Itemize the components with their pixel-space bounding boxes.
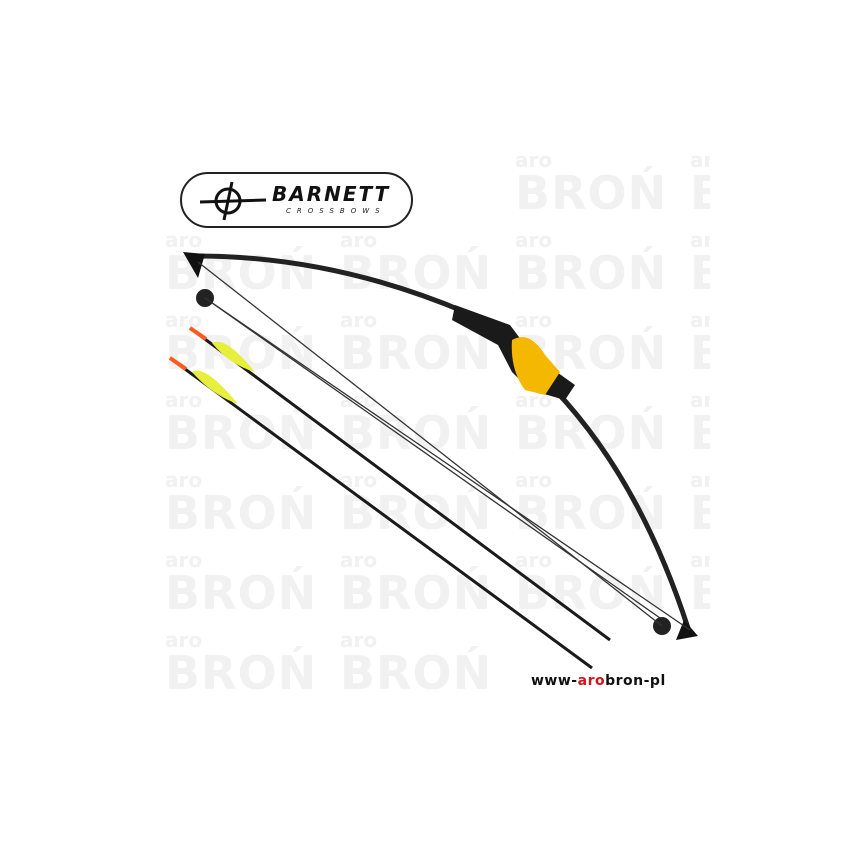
watermark-small: aro — [515, 308, 553, 332]
watermark-small: aro — [690, 228, 710, 252]
arrow-nock — [168, 356, 188, 371]
watermark-large: BROŃ — [690, 566, 710, 620]
bow-grip — [511, 337, 560, 395]
url-highlight: aro — [577, 673, 606, 689]
watermark-small: aro — [165, 468, 203, 492]
arrow-fletching — [212, 341, 255, 372]
watermark-large: BROŃ — [690, 486, 710, 540]
watermark-small: aro — [690, 548, 710, 572]
watermark-large: BROŃ — [165, 486, 318, 540]
watermark-large: BROŃ — [165, 566, 318, 620]
watermark-small: aro — [690, 308, 710, 332]
watermark-large: BROŃ — [340, 646, 493, 700]
barnett-logo: BARNETT CROSSBOWS — [180, 172, 413, 228]
watermark-small: aro — [515, 548, 553, 572]
watermark-small: aro — [690, 388, 710, 412]
watermark-small: aro — [165, 388, 203, 412]
watermark-large: BROŃ — [165, 326, 318, 380]
watermark-small: aro — [340, 548, 378, 572]
watermark-small: aro — [340, 628, 378, 652]
watermark-small: aro — [515, 228, 553, 252]
watermark-large: BROŃ — [515, 166, 668, 220]
bow-string — [204, 297, 661, 619]
watermark-small: aro — [515, 388, 553, 412]
watermark-small: aro — [690, 150, 710, 172]
watermark-large: BROŃ — [340, 486, 493, 540]
watermark-small: aro — [165, 548, 203, 572]
watermark-small: aro — [515, 468, 553, 492]
watermark-large: BROŃ — [165, 646, 318, 700]
bow-limb — [553, 388, 691, 629]
bow-limb — [191, 253, 466, 315]
watermark-large: BROŃ — [340, 566, 493, 620]
watermark-large: BROŃ — [690, 166, 710, 220]
cam-top — [183, 252, 205, 278]
cam-bottom — [676, 620, 698, 640]
logo-tagline: CROSSBOWS — [286, 207, 386, 215]
watermark-small: aro — [515, 150, 553, 172]
watermark-large: BROŃ — [690, 326, 710, 380]
watermark-large: BROŃ — [340, 246, 493, 300]
watermark-small: aro — [340, 228, 378, 252]
logo-brand: BARNETT — [272, 182, 391, 206]
watermark-small: aro — [165, 228, 203, 252]
watermark-small: aro — [165, 308, 203, 332]
arrow-shaft — [189, 326, 611, 642]
watermark-large: BROŃ — [340, 326, 493, 380]
watermark-small: aro — [690, 468, 710, 492]
website-url: www-arobron-pl — [531, 673, 666, 689]
watermark-small: aro — [340, 468, 378, 492]
arrow-fletching — [192, 370, 238, 404]
arrow-shaft — [169, 356, 593, 670]
watermark-large: BROŃ — [515, 566, 668, 620]
arrow-nock — [188, 326, 208, 341]
watermark-small: aro — [340, 308, 378, 332]
crosshair-icon — [199, 181, 266, 221]
url-prefix: www- — [531, 673, 578, 689]
watermark-large: BROŃ — [515, 246, 668, 300]
watermark-small: aro — [165, 628, 203, 652]
bow-string — [204, 297, 691, 631]
watermark-large: BROŃ — [690, 406, 710, 460]
url-suffix: bron-pl — [605, 673, 666, 689]
bow-string — [197, 261, 663, 627]
watermark-large: BROŃ — [690, 246, 710, 300]
